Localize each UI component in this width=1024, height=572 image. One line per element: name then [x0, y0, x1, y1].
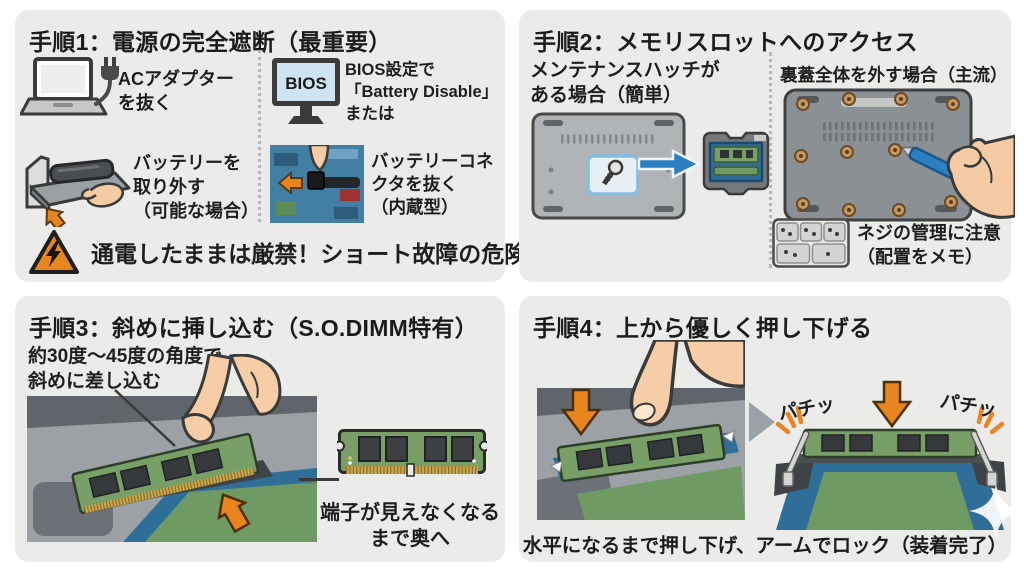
bios-monitor-icon: BIOS	[272, 58, 340, 124]
click-emphasis-marks	[775, 405, 1005, 435]
step4-caption: 水平になるまで押し下げ、アームでロック（装着完了）	[522, 535, 1008, 557]
step3-panel: 手順3：斜めに挿し込む（S.O.DIMM特有） 約30度〜45度の角度で 斜めに…	[15, 296, 505, 562]
finger-pressing	[629, 340, 745, 427]
insert-angle-scene	[27, 354, 317, 542]
ram-module-pressed	[556, 423, 726, 483]
step1-connector-text: バッテリーコネ クタを抜く （内蔵型）	[371, 151, 494, 218]
orange-down-arrow	[560, 388, 602, 437]
open-hatch-memory-icon	[702, 131, 770, 196]
ram-module-locked	[802, 428, 978, 459]
bios-screen-label: BIOS	[285, 74, 327, 93]
hand-holding-ram	[181, 354, 282, 444]
orange-down-arrow-2	[871, 380, 913, 429]
step2-title: 手順2：メモリスロットへのアクセス	[533, 29, 918, 55]
step3-title: 手順3：斜めに挿し込む（S.O.DIMM特有）	[29, 315, 479, 341]
step3-angle-label: 約30度〜45度の角度で 斜めに差し込む	[28, 346, 223, 393]
ram-module-angled	[71, 432, 260, 515]
sodimm-module-icon	[337, 429, 487, 477]
locked-ram-scene	[774, 380, 1006, 530]
step4-title: 手順4：上から優しく押し下げる	[533, 315, 873, 341]
step4-panel: 手順4：上から優しく押し下げる	[519, 296, 1023, 562]
step3-depth-note: 端子が見えなくなる まで奥へ	[320, 502, 500, 551]
pointer-line	[299, 478, 339, 481]
step1-ac-text: ACアダプター を抜く	[118, 69, 234, 113]
step1-warning-text: 通電したままは厳禁！ショート故障の危険	[91, 241, 528, 267]
step2-screw-note: ネジの管理に注意 （配置をメモ）	[857, 223, 1001, 267]
pry-tool-icon	[900, 146, 963, 181]
step1-panel: 手順1：電源の完全遮断（最重要） ACアダプター を抜く BIOS BIOS設定…	[15, 10, 527, 282]
orange-insert-arrow	[217, 492, 251, 534]
step2-divider	[769, 52, 772, 268]
screw-tray-icon	[772, 218, 850, 268]
step2-cover-label: 裏蓋全体を外す場合（主流）	[780, 65, 1008, 85]
sparkle-decoration	[969, 484, 1023, 538]
battery-connector-icon	[270, 145, 364, 223]
laptop-ac-adapter-icon	[20, 57, 119, 116]
latch-arms	[782, 430, 998, 487]
transition-arrow-icon	[749, 402, 775, 442]
press-down-scene	[537, 340, 745, 520]
laptop-back-screws-icon	[783, 88, 1015, 222]
callout-line	[114, 389, 176, 447]
step1-bios-text: BIOS設定で 「Battery Disable」 または	[345, 61, 499, 123]
electric-warning-icon	[29, 230, 79, 274]
step2-panel: 手順2：メモリスロットへのアクセス メンテナンスハッチが ある場合（簡単）	[519, 10, 1015, 282]
step1-battery-text: バッテリーを 取り外す （可能な場合）	[133, 153, 259, 221]
step1-title: 手順1：電源の完全遮断（最重要）	[29, 29, 392, 55]
step2-hatch-label: メンテナンスハッチが ある場合（簡単）	[530, 60, 720, 107]
blue-arrow-right-icon	[637, 148, 701, 180]
battery-remove-icon	[25, 155, 131, 227]
step1-divider	[258, 50, 261, 222]
